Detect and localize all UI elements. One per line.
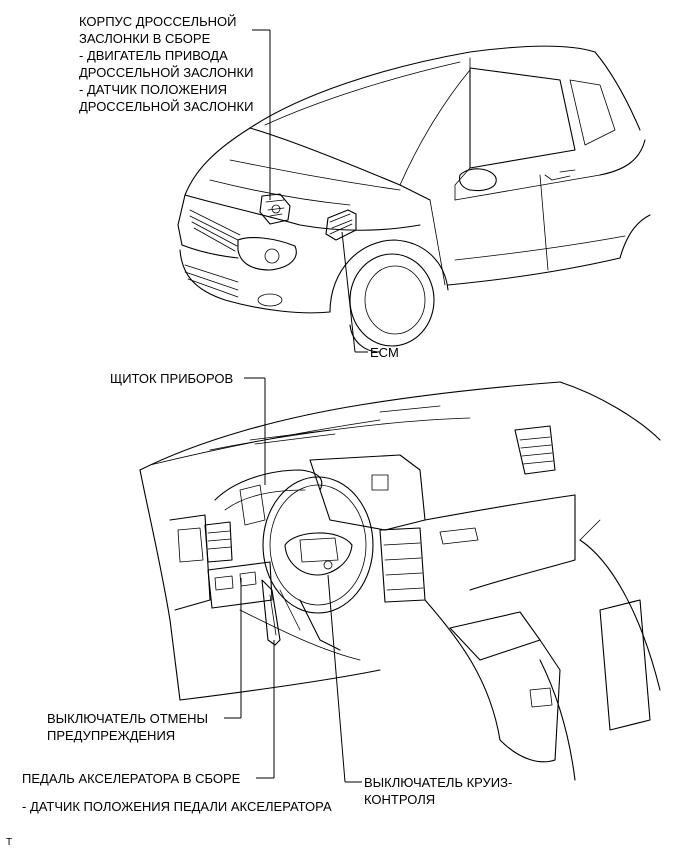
throttle-body-label-line5: - ДАТЧИК ПОЛОЖЕНИЯ — [79, 82, 227, 97]
throttle-body-label-line4: ДРОССЕЛЬНОЙ ЗАСЛОНКИ — [79, 65, 254, 80]
car-exterior-drawing — [177, 45, 651, 353]
cruise-control-label-line2: КОНТРОЛЯ — [364, 792, 436, 807]
throttle-body-label-line3: - ДВИГАТЕЛЬ ПРИВОДА — [79, 48, 228, 63]
throttle-body-label: КОРПУС ДРОССЕЛЬНОЙ ЗАСЛОНКИ В СБОРЕ - ДВ… — [79, 13, 253, 115]
throttle-body-label-line2: ЗАСЛОНКИ В СБОРЕ — [79, 31, 211, 46]
accelerator-pedal-label: ПЕДАЛЬ АКСЕЛЕРАТОРА В СБОРЕ — [22, 771, 241, 786]
leader-lines — [224, 29, 368, 783]
warning-cancel-label-line1: ВЫКЛЮЧАТЕЛЬ ОТМЕНЫ — [47, 711, 209, 726]
instrument-panel-label: ЩИТОК ПРИБОРОВ — [110, 371, 234, 386]
throttle-body-label-line1: КОРПУС ДРОССЕЛЬНОЙ — [79, 14, 237, 29]
warning-cancel-switch-label: ВЫКЛЮЧАТЕЛЬ ОТМЕНЫ ПРЕДУПРЕЖДЕНИЯ — [47, 710, 208, 744]
throttle-body-label-line6: ДРОССЕЛЬНОЙ ЗАСЛОНКИ — [79, 99, 254, 114]
cruise-control-label-line1: ВЫКЛЮЧАТЕЛЬ КРУИЗ- — [364, 775, 513, 790]
corner-mark: T — [6, 837, 13, 848]
ecm-label: ECM — [370, 345, 399, 360]
accelerator-pedal-sensor-label: - ДАТЧИК ПОЛОЖЕНИЯ ПЕДАЛИ АКСЕЛЕРАТОРА — [22, 799, 332, 814]
cruise-control-switch-label: ВЫКЛЮЧАТЕЛЬ КРУИЗ- КОНТРОЛЯ — [364, 774, 512, 808]
warning-cancel-label-line2: ПРЕДУПРЕЖДЕНИЯ — [47, 728, 176, 743]
dashboard-interior-drawing — [139, 381, 661, 781]
